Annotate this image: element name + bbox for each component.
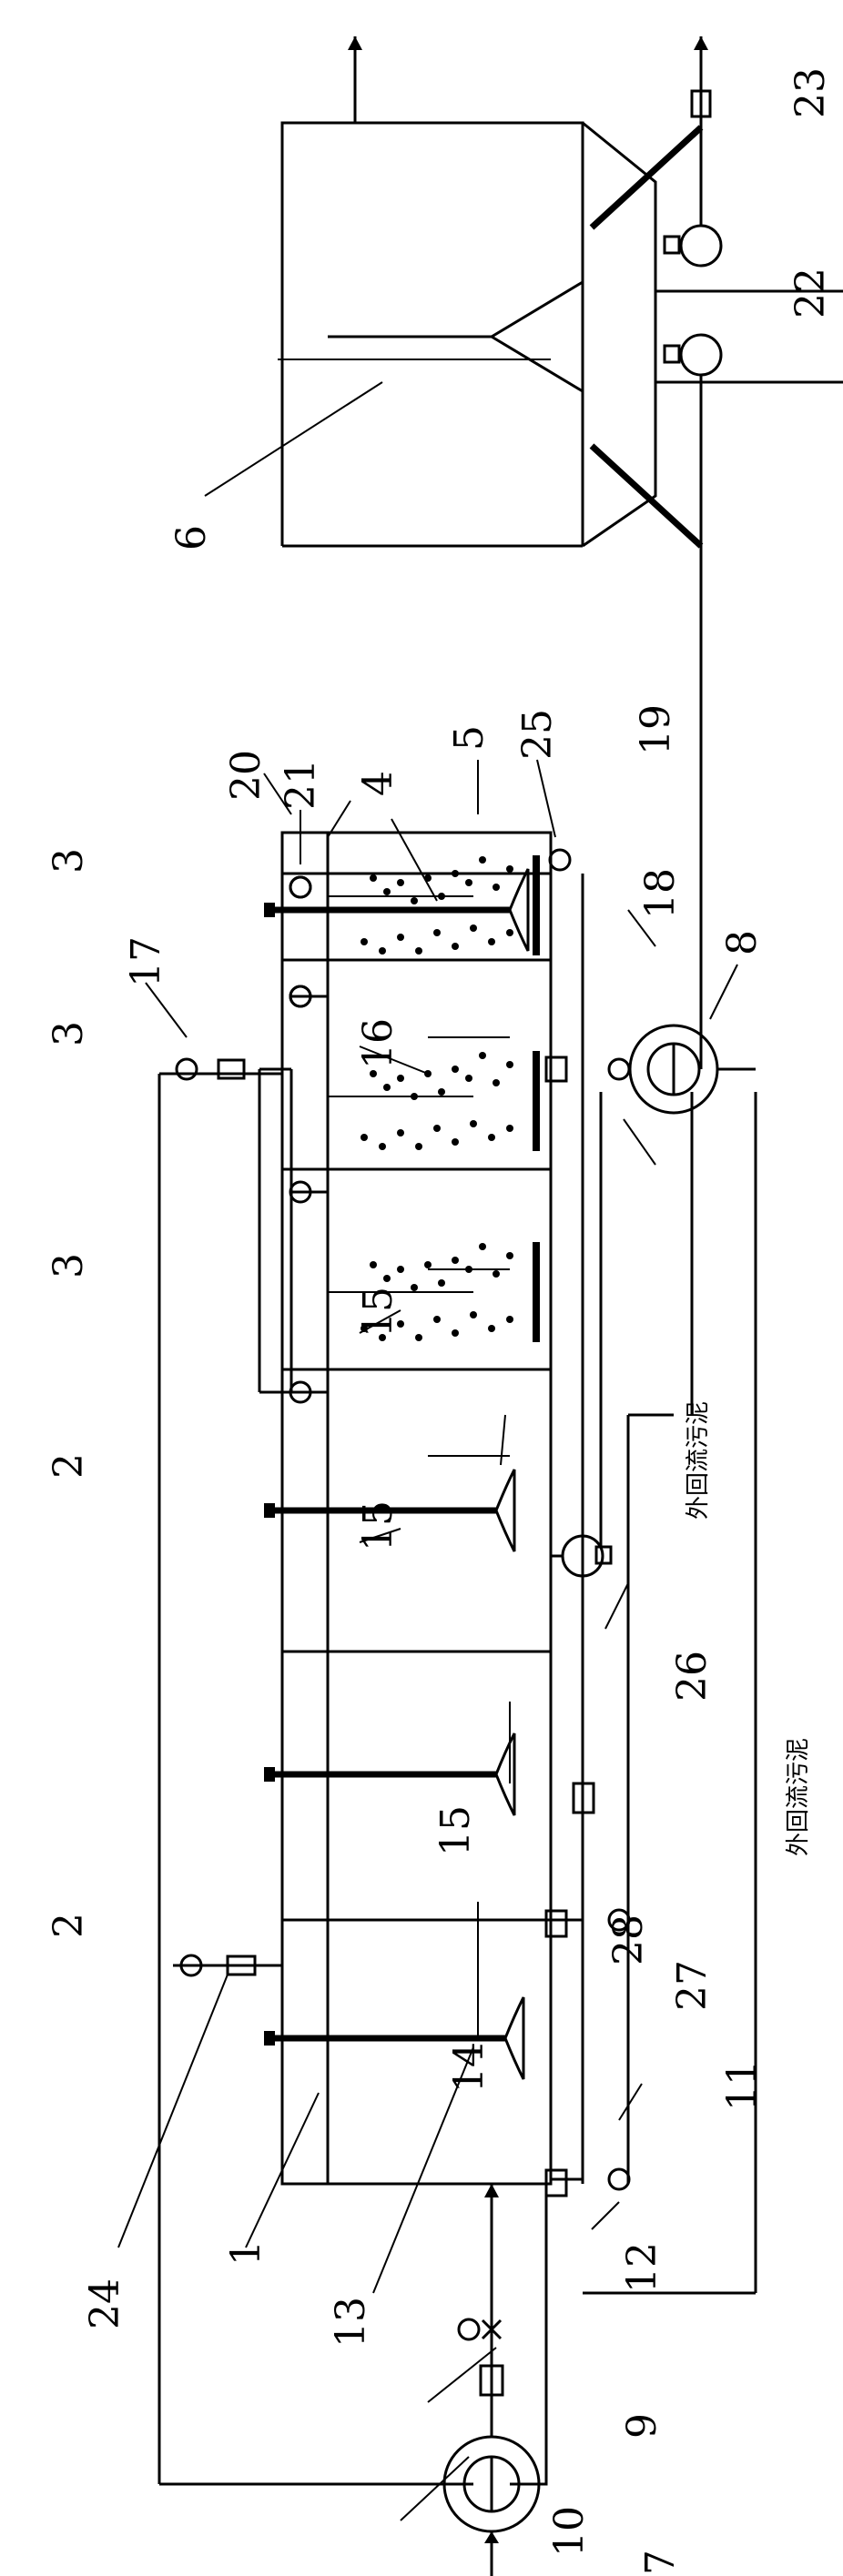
return-sludge-line-1: [551, 874, 603, 2184]
label-3a: 3: [46, 1253, 92, 1278]
label-1: 1: [223, 2240, 269, 2266]
left-bypass-line: [157, 1072, 548, 2486]
valve-18: [544, 1056, 631, 1083]
label-5: 5: [446, 725, 493, 751]
label-15a: 15: [432, 1805, 479, 1856]
label-15b: 15: [355, 1500, 401, 1551]
flowmeter-28: [572, 1583, 595, 1920]
mixer-15-anoxic: [264, 1469, 516, 1552]
mixer-14: [264, 1732, 516, 1816]
effluent-line: [690, 36, 712, 1069]
return-sludge-line-2: [626, 1413, 674, 2184]
valve-17: [175, 1057, 246, 1081]
aeration-zone-2: [361, 1051, 540, 1151]
label-2a: 2: [46, 1913, 92, 1938]
valve-21: [289, 875, 312, 899]
aeration-zone-3: [361, 855, 540, 955]
label-3b: 3: [46, 1021, 92, 1046]
blower-8: [628, 1024, 756, 1115]
label-25: 25: [514, 709, 561, 760]
label-13: 13: [328, 2297, 374, 2348]
label-16: 16: [355, 1018, 401, 1069]
label-28: 28: [605, 1914, 652, 1965]
label-4: 4: [355, 771, 401, 796]
sludge-label-2: 外回流污泥: [785, 1738, 812, 1856]
air-supply-pipe: [258, 875, 328, 1404]
label-14: 14: [446, 2042, 493, 2093]
label-7: 7: [637, 2550, 684, 2575]
pump-7: [442, 2435, 541, 2576]
pump-22: [663, 333, 723, 377]
label-3c: 3: [46, 848, 92, 874]
valve-25: [548, 848, 572, 872]
pump-23: [663, 224, 723, 268]
leader-lines: [117, 381, 738, 2521]
label-2b: 2: [46, 1453, 92, 1479]
inflow-valve-9: [457, 2184, 504, 2437]
label-15c: 15: [355, 1287, 401, 1338]
pump-26: [551, 1534, 613, 1578]
label-23: 23: [787, 67, 834, 118]
label-17: 17: [123, 936, 169, 987]
label-21: 21: [278, 759, 324, 810]
label-20: 20: [223, 750, 269, 801]
secondary-clarifier: [278, 36, 843, 549]
label-24: 24: [82, 2278, 128, 2329]
label-8: 8: [719, 930, 766, 955]
valve-11: [544, 2167, 631, 2197]
label-12: 12: [619, 2242, 665, 2293]
valve-20: [289, 985, 312, 1008]
label-9: 9: [619, 2413, 665, 2439]
label-18: 18: [637, 868, 684, 919]
label-26: 26: [669, 1651, 716, 1702]
labels: 1 2 2 3 3 3 4 5 6 7 8 9 10 11 12 13 14 1…: [46, 67, 834, 2575]
sludge-label-1: 外回流污泥: [685, 1401, 712, 1520]
valve-27: [544, 1908, 631, 1938]
mixer-19: [264, 868, 530, 952]
label-6: 6: [168, 525, 215, 551]
label-10: 10: [546, 2506, 593, 2557]
aeration-zone-1: [361, 1242, 540, 1342]
mixer-13: [264, 1996, 525, 2080]
label-27: 27: [669, 1960, 716, 2011]
label-11: 11: [719, 2060, 766, 2111]
label-22: 22: [787, 268, 834, 318]
label-19: 19: [633, 704, 679, 755]
